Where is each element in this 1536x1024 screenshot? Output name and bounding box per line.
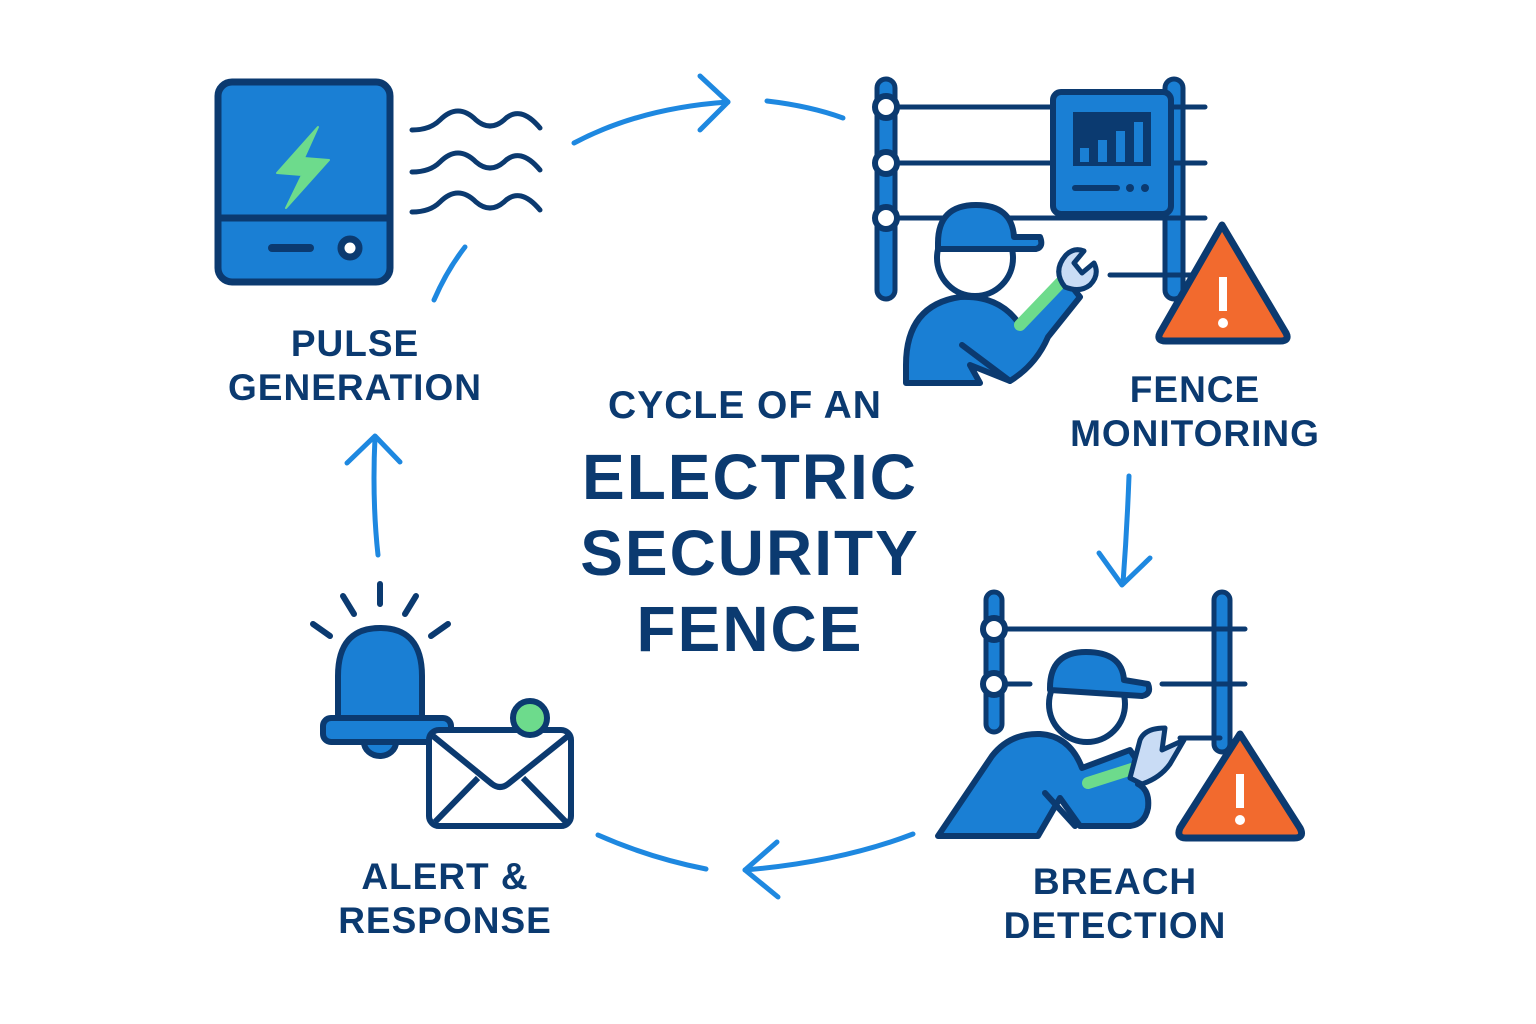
arrow-monitoring-to-breach <box>1120 473 1132 586</box>
stage-label-line: ALERT & <box>361 856 529 897</box>
stage-label-breach-detection: BREACH DETECTION <box>960 860 1270 949</box>
arrow-alert-to-pulse <box>371 434 381 558</box>
stage-label-line: GENERATION <box>228 367 482 409</box>
energizer-device-icon <box>214 78 543 286</box>
notification-dot-icon <box>510 698 550 738</box>
arrowhead-monitoring-to-breach <box>1096 550 1153 588</box>
stage-label-pulse-generation: PULSE GENERATION <box>220 322 490 411</box>
fence-breach-worker-icon <box>935 589 1305 842</box>
pulse-waves-icon <box>409 108 543 215</box>
bell-icon <box>320 624 454 759</box>
title-line-3: SECURITY <box>580 517 920 589</box>
fence-monitor-worker-icon <box>872 76 1291 386</box>
arrowhead-alert-to-pulse <box>344 433 403 466</box>
arrow-segment-top-right <box>764 98 846 121</box>
arrowhead-breach-to-alert <box>742 839 781 900</box>
arrow-breach-to-alert <box>742 831 916 873</box>
stage-label-line: RESPONSE <box>338 900 552 942</box>
bell-envelope-icon <box>310 581 574 829</box>
stage-label-line: BREACH <box>1032 861 1198 902</box>
stage-label-line: DETECTION <box>1003 905 1227 947</box>
lightning-bolt-icon <box>276 126 330 209</box>
worker-icon <box>903 202 1099 386</box>
title-line-1: CYCLE OF AN <box>608 384 882 427</box>
stage-label-alert-response: ALERT & RESPONSE <box>310 855 580 944</box>
worker-icon <box>935 649 1187 839</box>
arrow-segment-top-left <box>431 244 468 303</box>
arrow-segment-bottom-left <box>595 832 709 872</box>
title-line-2: ELECTRIC <box>582 441 918 513</box>
alarm-rays-icon <box>310 581 451 639</box>
stage-label-line: MONITORING <box>1070 413 1320 455</box>
envelope-icon <box>426 698 574 829</box>
wrench-icon <box>1056 247 1099 293</box>
arrow-pulse-to-monitoring <box>571 99 731 146</box>
title-line-4: FENCE <box>636 593 864 665</box>
stage-label-line: PULSE <box>290 323 420 364</box>
monitor-panel-icon <box>1050 89 1174 217</box>
warning-triangle-icon <box>1155 221 1291 345</box>
arrowhead-pulse-to-monitoring <box>697 73 731 133</box>
pliers-icon <box>1127 725 1187 787</box>
warning-triangle-icon <box>1175 730 1305 842</box>
stage-label-line: FENCE <box>1129 369 1261 410</box>
stage-label-fence-monitoring: FENCE MONITORING <box>1040 368 1350 457</box>
